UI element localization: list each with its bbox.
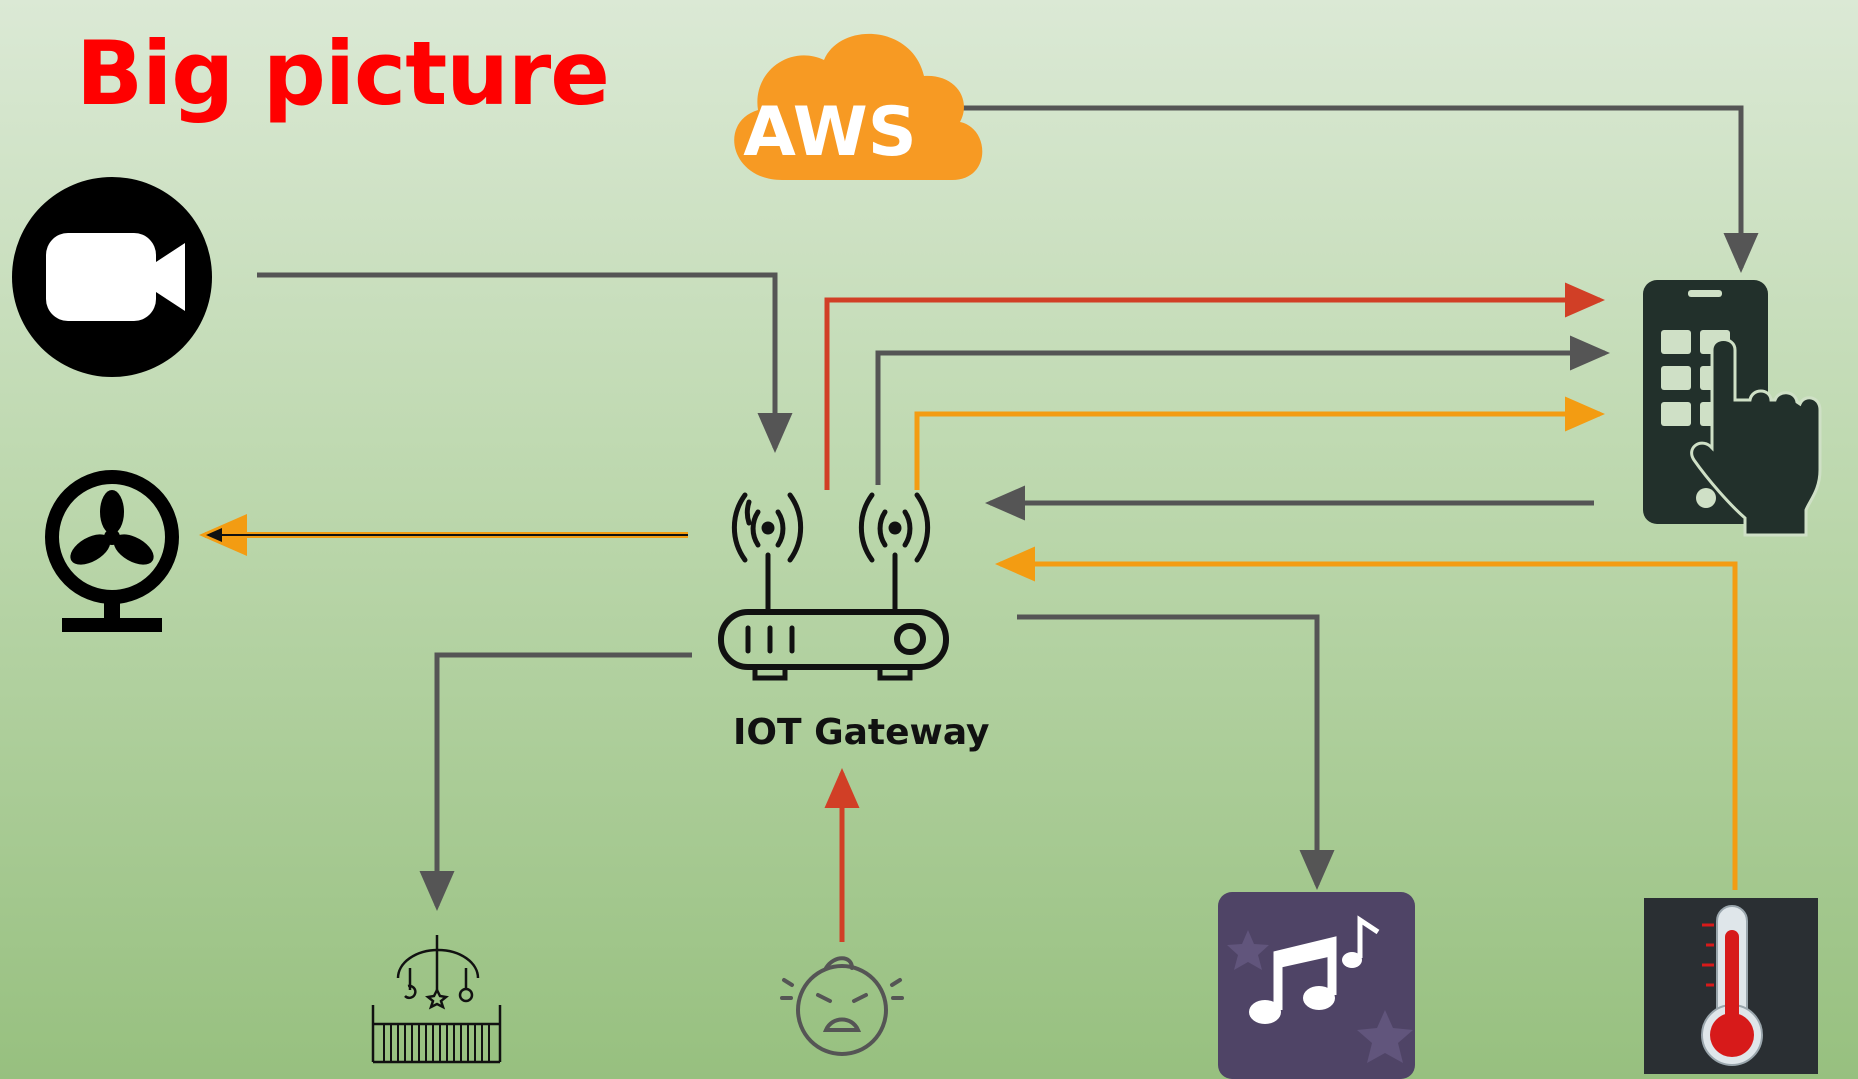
arrow-gateway-to-phone-orange [914,396,1605,490]
crib-mobile-icon [371,935,502,1064]
arrow-gateway-to-phone-red [824,282,1605,490]
aws-cloud-icon [734,33,983,180]
arrow-camera-to-gateway [257,272,793,453]
aws-label: AWS [743,93,917,172]
arrow-gateway-to-crib [419,652,692,911]
arrow-thermometer-to-gateway [995,546,1738,890]
arrow-gateway-to-music [1017,614,1335,890]
music-player-icon [1218,892,1415,1079]
fan-icon [45,470,179,632]
arrow-aws-to-phone [960,105,1759,273]
crying-baby-icon [780,956,904,1056]
arrow-gateway-to-phone-gray [875,335,1610,485]
page-title: Big picture [76,22,610,125]
camera-icon [12,177,212,377]
router-icon [718,492,949,681]
gateway-label: IOT Gateway [733,712,990,753]
thermometer-icon [1644,898,1818,1074]
smartphone-touch-icon [1643,280,1822,537]
